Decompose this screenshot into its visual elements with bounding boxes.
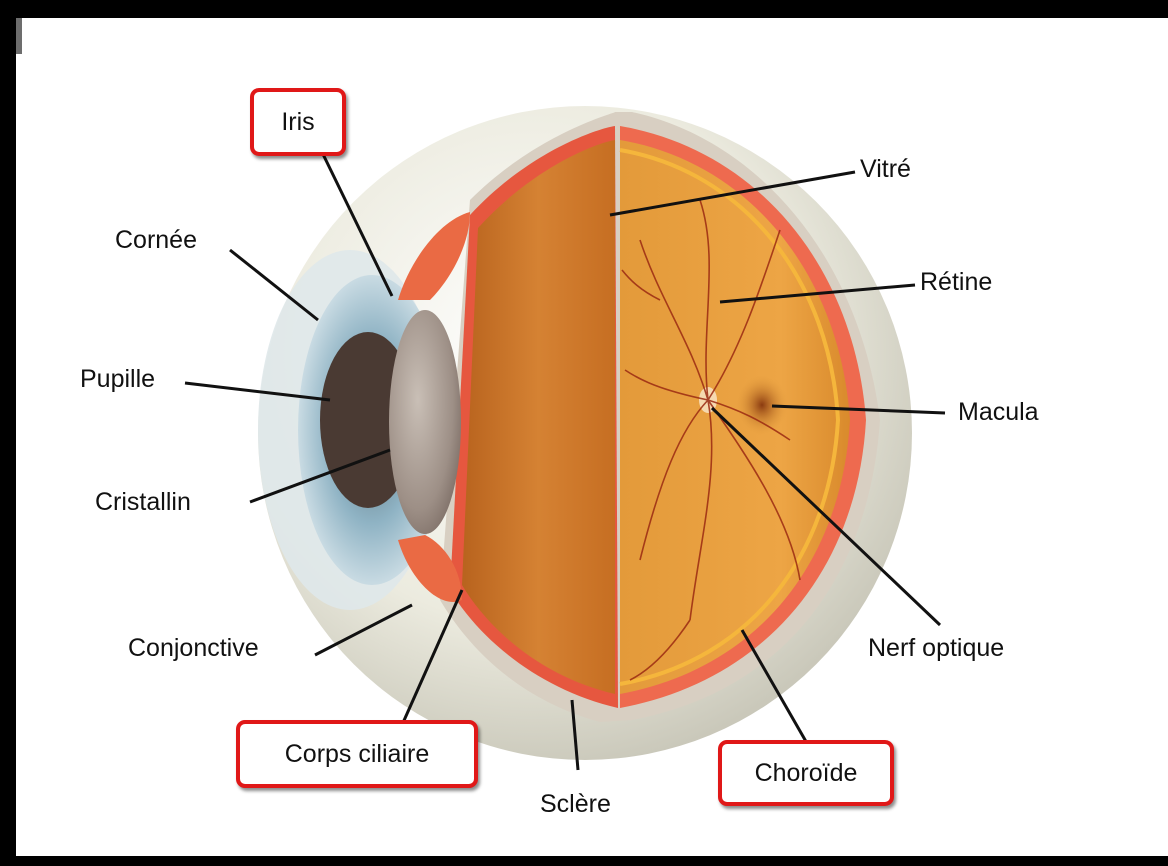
label-macula: Macula [958, 400, 1039, 425]
lens-shape [389, 310, 461, 534]
label-pupille: Pupille [80, 367, 155, 392]
label-vitre: Vitré [860, 157, 911, 182]
vitreous-left [462, 140, 615, 694]
label-iris: Iris [250, 88, 346, 156]
label-conjonctive: Conjonctive [128, 636, 259, 661]
label-nerf-optique: Nerf optique [868, 636, 1004, 661]
label-choroide: Choroïde [718, 740, 894, 806]
label-sclere: Sclère [540, 792, 611, 817]
label-corps-ciliaire: Corps ciliaire [236, 720, 478, 788]
label-cristallin: Cristallin [95, 490, 191, 515]
label-cornee: Cornée [115, 228, 197, 253]
label-retine: Rétine [920, 270, 992, 295]
